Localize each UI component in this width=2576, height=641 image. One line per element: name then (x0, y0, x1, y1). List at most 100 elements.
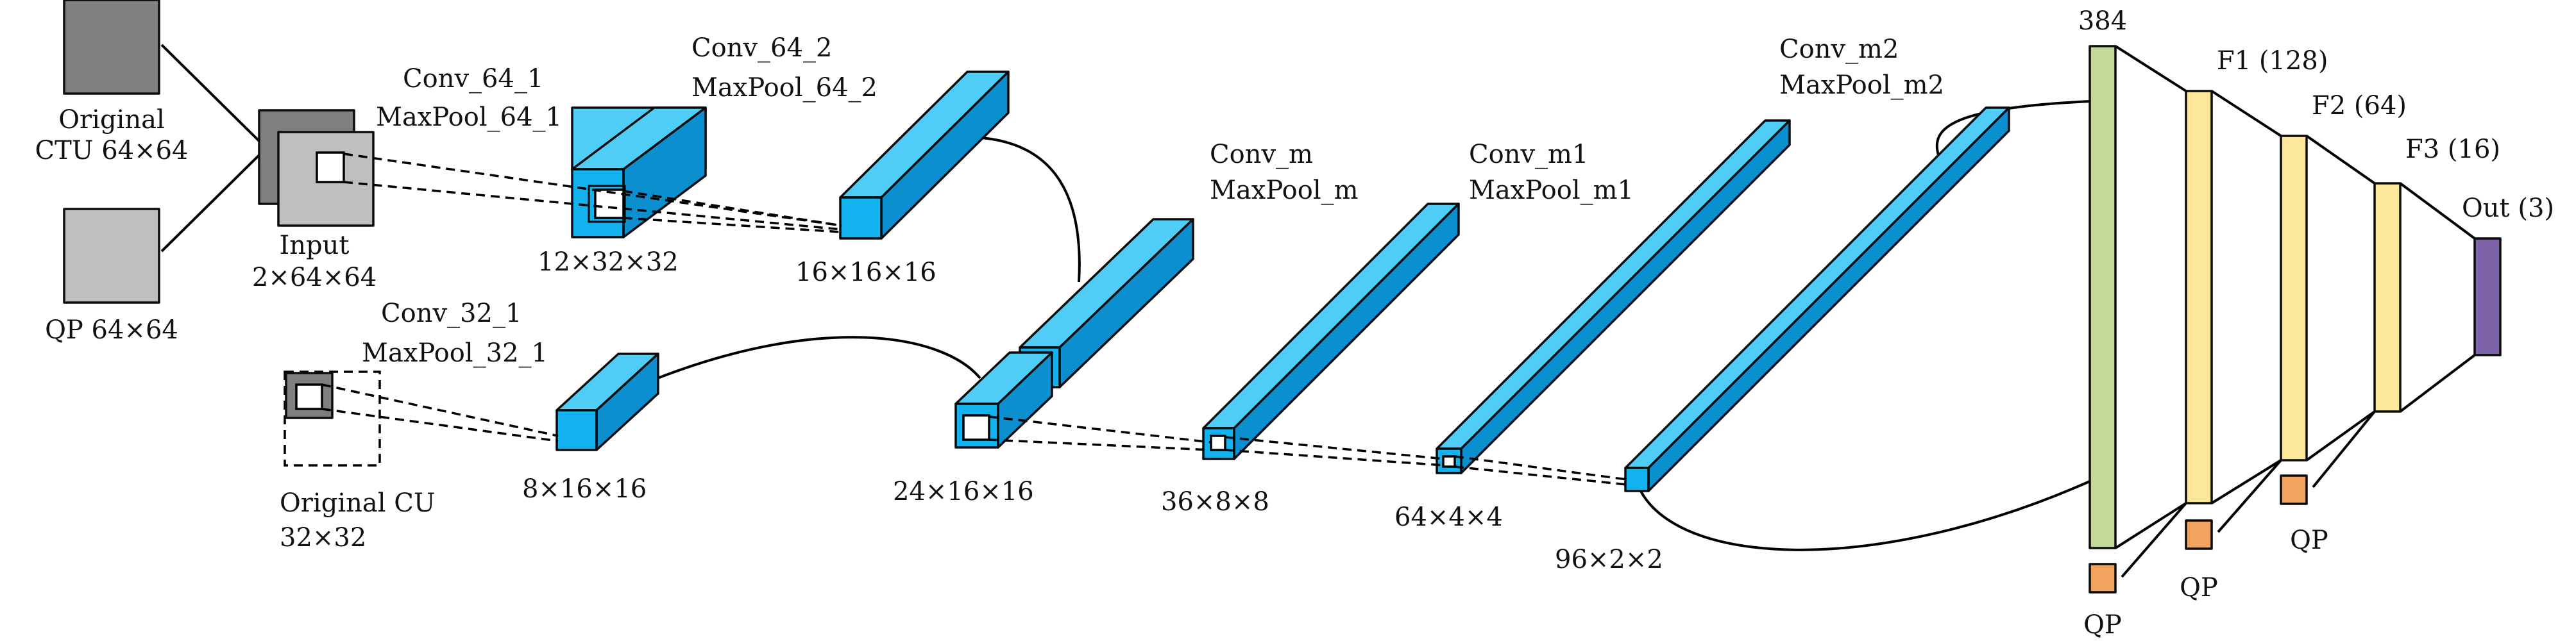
conv-m2-top-face (1624, 106, 2010, 469)
qp-f1-label: QP (2180, 573, 2218, 603)
dash-input-top (343, 153, 842, 227)
edge-f3-out-bottom (2399, 354, 2476, 413)
qp-f1-box (2185, 519, 2213, 550)
fc-input-layer (2089, 45, 2117, 549)
fc-input-label: 384 (2078, 6, 2127, 36)
conv-m1-front-face (1436, 447, 1462, 474)
input-receptive-field (316, 151, 345, 183)
qp-f2-box (2280, 474, 2308, 505)
conv-m (1202, 203, 1460, 460)
input-label-line2: 2×64×64 (252, 263, 377, 292)
edge-qp-to-f2 (2312, 410, 2376, 488)
qp-f2-label: QP (2290, 526, 2328, 555)
qp-block (63, 208, 160, 304)
concat-receptive-field (962, 414, 990, 441)
conv-m2-size-label: 96×2×2 (1555, 545, 1663, 574)
edge-f3-out-top (2399, 182, 2476, 240)
edge-f2-f3-bottom (2305, 410, 2376, 462)
edge-f2-f3-top (2305, 135, 2376, 185)
conv-m-top-face (1202, 203, 1460, 429)
conv64-2-front-face (839, 196, 883, 240)
edge-fc-input-f1-top (2114, 45, 2187, 92)
conv64-1-size-label: 12×32×32 (538, 247, 679, 277)
conv32-1-conv-label: Conv_32_1 (381, 299, 521, 328)
conv-m2 (1624, 106, 2010, 492)
conv-m1-size-label: 64×4×4 (1394, 503, 1503, 532)
edge-qp-to-f1 (2217, 459, 2282, 533)
dash-conv64-1-bottom (623, 217, 842, 233)
fc-f3-layer (2373, 182, 2402, 413)
conv64-2-size-label: 16×16×16 (795, 258, 936, 287)
qp-fc-input-box (2089, 563, 2117, 594)
concat-size-label: 24×16×16 (893, 477, 1034, 506)
conv64-2-conv-label: Conv_64_2 (691, 33, 832, 63)
fc-f3-label: F3 (16) (2405, 135, 2500, 164)
conv-m1-pool-label: MaxPool_m1 (1469, 176, 1634, 205)
original-cu-dashed-frame (284, 370, 381, 467)
receptive-field-projections (321, 153, 1627, 486)
original-ctu-block (63, 0, 160, 95)
conv-m-size-label: 36×8×8 (1161, 487, 1269, 517)
conv-m1-side-face (1460, 119, 1791, 474)
conv-m1 (1436, 119, 1791, 474)
conv64-1-kernel-outline (588, 185, 626, 223)
dash-conv-m-top (1224, 436, 1445, 460)
connections (160, 44, 2476, 578)
edge-conv32-1-to-concat (654, 336, 981, 381)
conv64-1-pool-label: MaxPool_64_1 (376, 103, 562, 132)
edge-qp-to-input (160, 153, 262, 253)
conv-m1-conv-label: Conv_m1 (1469, 140, 1588, 169)
input-section: Original CTU 64×64 QP 64×64 Input 2×64×6… (35, 0, 436, 553)
conv-m-receptive-field (1210, 435, 1226, 451)
qp-label: QP 64×64 (45, 315, 178, 345)
original-cu-label-line1: Original CU (280, 488, 436, 518)
dash-concat-bottom (988, 438, 1212, 451)
dash-conv-m-bottom (1224, 449, 1445, 467)
conv32-1 (555, 353, 659, 451)
edge-convm1-to-fc-bottom (1633, 472, 2092, 551)
dash-concat-top (988, 415, 1212, 444)
conv-m2-conv-label: Conv_m2 (1779, 35, 1899, 64)
conv32-1-front-face (555, 409, 598, 451)
edge-f1-f2-top (2210, 90, 2282, 137)
fc-f2-layer (2280, 135, 2308, 462)
conv64-2 (839, 71, 1010, 240)
original-cu-label-line2: 32×32 (280, 523, 366, 553)
conv-m2-side-face (1647, 106, 2010, 492)
conv64-1 (571, 106, 707, 238)
dash-conv-m1-bottom (1454, 465, 1627, 486)
fc-output-layer (2473, 237, 2502, 356)
dash-input-bottom (343, 181, 842, 231)
edge-qp-to-fc-input (2121, 502, 2187, 578)
edge-f1-f2-bottom (2210, 459, 2282, 504)
original-ctu-label-line1: Original (58, 105, 165, 135)
edge-convm2-to-fc-top (1935, 100, 2092, 156)
conv-m-pool-label: MaxPool_m (1210, 176, 1359, 205)
conv64-1-conv-label: Conv_64_1 (403, 64, 543, 94)
edge-fc-input-f1-bottom (2114, 502, 2187, 549)
conv-m2-pool-label: MaxPool_m2 (1779, 71, 1944, 100)
fc-output-label: Out (3) (2462, 194, 2554, 223)
dash-conv-m1-top (1454, 455, 1627, 481)
edge-ctu-to-input (160, 44, 262, 144)
input-label-line1: Input (279, 231, 349, 260)
dash-conv64-1-top (623, 190, 842, 227)
dash-cu-top (321, 383, 559, 437)
fc-layers: 384 QP F1 (128) QP F2 (64) QP F3 (16) Ou… (2078, 6, 2554, 640)
conv32-1-size-label: 8×16×16 (522, 474, 647, 504)
concat-front (954, 351, 1053, 449)
conv-m1-receptive-field (1442, 455, 1456, 468)
conv64-2-pool-label: MaxPool_64_2 (691, 73, 877, 103)
conv-m-conv-label: Conv_m (1210, 140, 1313, 169)
fc-f2-label: F2 (64) (2312, 91, 2407, 121)
dash-cu-bottom (321, 408, 559, 442)
conv-m-side-face (1233, 203, 1460, 460)
fc-f1-layer (2185, 90, 2213, 504)
conv-m2-front-face (1624, 467, 1650, 492)
original-ctu-label-line2: CTU 64×64 (35, 136, 188, 165)
qp-fc-input-label: QP (2083, 610, 2122, 640)
conv32-1-pool-label: MaxPool_32_1 (362, 338, 548, 368)
fc-f1-label: F1 (128) (2217, 46, 2328, 76)
edge-conv64-2-to-concat (981, 137, 1081, 283)
